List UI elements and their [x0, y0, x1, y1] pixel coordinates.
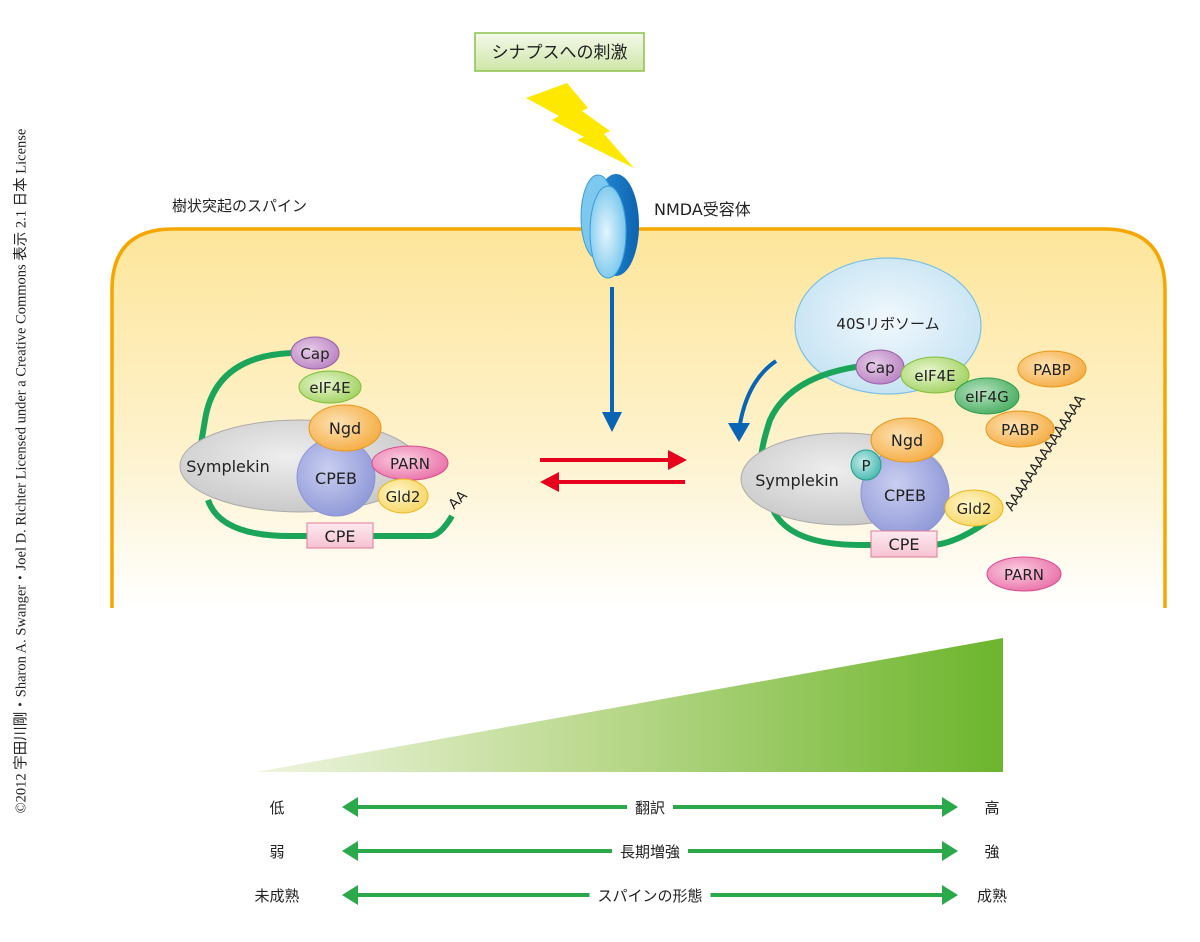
- arrowhead-left-icon: [342, 841, 358, 861]
- svg-text:CPEB: CPEB: [884, 486, 926, 505]
- intensity-wedge: [256, 638, 1003, 772]
- svg-text:PABP: PABP: [1033, 361, 1071, 379]
- svg-text:eIF4G: eIF4G: [965, 388, 1008, 406]
- spine-label: 樹状突起のスパイン: [172, 197, 307, 215]
- scale-high-label: 高: [984, 799, 999, 817]
- left-complex-inactive: Symplekin CPEB Ngd eIF4E Cap PARN Gld2: [179, 336, 471, 549]
- equilibrium-arrows: [540, 450, 687, 492]
- svg-text:Ngd: Ngd: [329, 419, 361, 438]
- right-complex-active: 40Sリボソーム Symplekin CPEB Ngd P Gld2: [728, 257, 1089, 592]
- scanning-arrow: [728, 359, 778, 442]
- right-pabp-bottom: PABP: [985, 410, 1055, 448]
- svg-text:PARN: PARN: [1004, 566, 1044, 584]
- left-gld2: Gld2: [377, 478, 429, 514]
- right-parn-released: PARN: [986, 556, 1062, 592]
- svg-text:Cap: Cap: [865, 359, 894, 377]
- svg-text:Ngd: Ngd: [891, 431, 923, 450]
- receptor-label: NMDA受容体: [654, 200, 751, 219]
- scale-row: 低 高 翻訳: [269, 797, 1000, 817]
- right-cap: Cap: [855, 349, 905, 385]
- left-cpeb: CPEB: [296, 437, 376, 517]
- left-cap: Cap: [290, 336, 340, 370]
- right-gld2: Gld2: [944, 489, 1004, 527]
- svg-text:Symplekin: Symplekin: [186, 457, 270, 476]
- left-parn: PARN: [371, 445, 449, 481]
- scale-low-label: 弱: [269, 843, 284, 861]
- lightning-icon: [526, 83, 634, 168]
- scale-low-label: 未成熟: [254, 887, 299, 905]
- scale-low-label: 低: [269, 799, 284, 817]
- right-cpe: CPE: [870, 530, 938, 558]
- svg-text:CPEB: CPEB: [315, 469, 357, 488]
- svg-text:40Sリボソーム: 40Sリボソーム: [836, 315, 939, 333]
- scale-row: 弱 強 長期増強: [269, 841, 1000, 861]
- scale-high-label: 成熟: [977, 887, 1007, 905]
- arrowhead-left-icon: [342, 797, 358, 817]
- stimulus-text: シナプスへの刺激: [492, 43, 628, 63]
- right-cpeb: CPEB: [860, 448, 950, 538]
- svg-text:Cap: Cap: [300, 345, 329, 363]
- svg-text:eIF4E: eIF4E: [914, 367, 955, 385]
- svg-text:Symplekin: Symplekin: [755, 471, 839, 490]
- phosphate-badge: P: [850, 449, 882, 481]
- left-mrna: [197, 350, 293, 451]
- right-ngd: Ngd: [870, 417, 944, 463]
- scale-center-label: 翻訳: [635, 799, 665, 817]
- stimulus-label: シナプスへの刺激: [474, 32, 645, 72]
- svg-text:eIF4E: eIF4E: [309, 379, 350, 397]
- signal-arrow: [602, 287, 622, 432]
- arrowhead-right-icon: [942, 885, 958, 905]
- svg-text:Gld2: Gld2: [957, 500, 992, 518]
- left-ngd: Ngd: [308, 404, 382, 452]
- nmda-receptor-icon: [580, 174, 639, 279]
- left-eif4e: eIF4E: [298, 370, 362, 404]
- arrowhead-left-icon: [342, 885, 358, 905]
- arrowhead-right-icon: [942, 797, 958, 817]
- right-pabp-top: PABP: [1017, 350, 1087, 388]
- right-eif4e: eIF4E: [900, 356, 970, 394]
- svg-text:PABP: PABP: [1001, 421, 1039, 439]
- svg-text:CPE: CPE: [889, 535, 920, 554]
- svg-text:CPE: CPE: [325, 527, 356, 546]
- scale-high-label: 強: [984, 843, 999, 861]
- right-eif4g: eIF4G: [954, 377, 1020, 415]
- svg-text:Gld2: Gld2: [386, 488, 421, 506]
- scale-center-label: スパインの形態: [597, 887, 702, 905]
- svg-text:P: P: [861, 457, 870, 475]
- scale-row: 未成熟 成熟 スパインの形態: [254, 885, 1007, 905]
- arrowhead-right-icon: [942, 841, 958, 861]
- scale-center-label: 長期増強: [620, 843, 680, 861]
- left-cpe: CPE: [306, 522, 374, 549]
- svg-text:PARN: PARN: [390, 455, 430, 473]
